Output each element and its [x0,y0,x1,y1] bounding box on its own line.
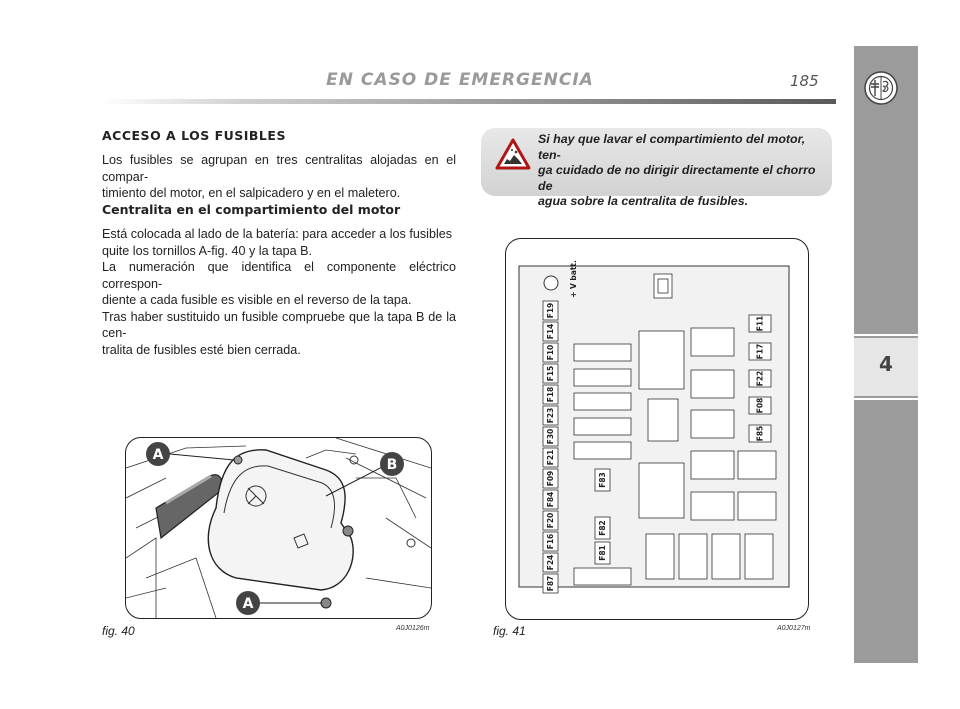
fuse-f83-slot [594,468,611,492]
heading-fuse-access: ACCESO A LOS FUSIBLES [102,128,286,143]
brand-logo-icon [864,71,898,110]
fuse-f24: F24 [546,555,555,571]
fuse-f81: F81 [598,545,607,561]
label-a-top: A [153,447,164,463]
heading-engine-compartment: Centralita en el compartimiento del moto… [102,202,401,217]
section-title: EN CASO DE EMERGENCIA [326,70,594,90]
header-rule [100,99,836,104]
fuse-f83: F83 [598,472,607,488]
label-a-bottom: A [243,596,254,612]
fuse-f14-slot [542,321,559,342]
fuse-f22-slot [748,369,772,388]
fuse-f24-slot [542,552,559,573]
battery-label: + V batt. [569,260,578,298]
fuse-f85: F85 [756,426,765,442]
sidebar-divider [854,334,918,336]
page-number: 185 [790,72,819,90]
fuse-f81-slot [594,541,611,565]
fuse-f11: F11 [756,316,765,332]
fuse-f09-slot [542,468,559,489]
fuse-f19-slot [542,300,559,321]
fuse-f30-slot [542,426,559,447]
fuse-f85-slot [748,424,772,443]
fuse-f15-slot [542,363,559,384]
fuse-f82-slot [594,516,611,540]
fuse-f21-slot [542,447,559,468]
fuse-f15: F15 [546,366,555,382]
fuse-f23: F23 [546,408,555,424]
chapter-tab [854,338,918,396]
fuse-f87: F87 [546,576,555,592]
warning-box [481,128,832,196]
warning-text: Si hay que lavar el compartimiento del m… [538,132,816,208]
fuse-f82: F82 [598,520,607,536]
fuse-f20-slot [542,510,559,531]
fuse-f11-slot [748,314,772,333]
fuse-f09: F09 [546,471,555,487]
fuse-f10: F10 [546,345,555,361]
figure-41-code: A0J0127m [777,625,811,632]
fuse-f22: F22 [756,371,765,387]
fuse-f23-slot [542,405,559,426]
paragraph-fuse-location: Los fusibles se agrupan en tres centrali… [102,153,456,200]
fuse-f84: F84 [546,492,555,508]
fuse-f17: F17 [756,344,765,360]
fuse-f87-slot [542,573,559,594]
figure-40-caption: fig. 40 [102,624,135,638]
fuse-f18: F18 [546,387,555,403]
fuse-f08-slot [748,396,772,415]
figure-40-engine-fusebox: A B A [125,437,432,619]
fuse-f16-slot [542,531,559,552]
paragraph-engine-fusebox: Está colocada al lado de la batería: par… [102,227,456,357]
fuse-f08: F08 [756,398,765,414]
fuse-f19: F19 [546,303,555,319]
warning-triangle-icon [495,138,531,175]
sidebar-divider [854,398,918,400]
fuse-f20: F20 [546,513,555,529]
figure-40-code: A0J0126m [396,625,430,632]
fuse-f30: F30 [546,429,555,445]
fuse-f18-slot [542,384,559,405]
label-b: B [387,457,398,473]
fuse-f21: F21 [546,450,555,466]
fuse-f16: F16 [546,534,555,550]
fuse-f14: F14 [546,324,555,340]
fuse-f84-slot [542,489,559,510]
figure-41-caption: fig. 41 [493,624,526,638]
fuse-f17-slot [748,342,772,361]
chapter-number: 4 [879,352,893,376]
left-fuse-column: F19F14F10F15F18F23F30F21F09F84F20F16F24F… [542,300,559,594]
fuse-f10-slot [542,342,559,363]
